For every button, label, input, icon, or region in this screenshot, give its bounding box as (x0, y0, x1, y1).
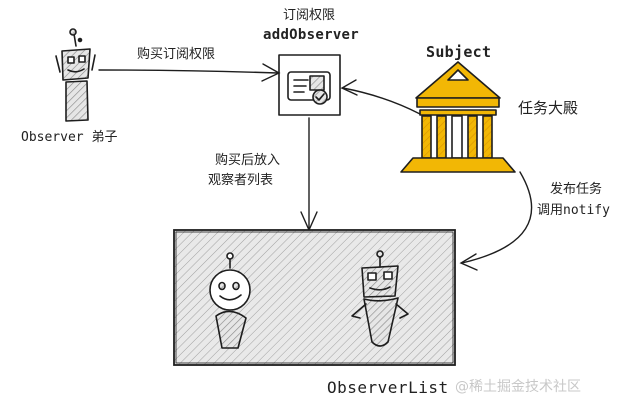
temple-icon (400, 61, 516, 173)
mission-hall-label: 任务大殿 (518, 99, 579, 117)
robot-round-icon (209, 252, 251, 349)
arrow-notify (459, 171, 533, 271)
watermark: @稀土掘金技术社区 (455, 379, 581, 395)
call-notify-label: 调用notify (537, 203, 610, 218)
add-to-list-label-line1: 购买后放入 (215, 153, 281, 168)
publish-task-label: 发布任务 (550, 182, 603, 197)
arrow-add-to-list (300, 117, 318, 232)
observer-list-title: ObserverList (327, 378, 449, 397)
observer-disciple-label: Observer 弟子 (21, 130, 118, 145)
robot-square-icon (351, 250, 409, 347)
subscribe-permission-title: 订阅权限 (283, 8, 336, 23)
subject-label: Subject (426, 43, 492, 61)
arrow-subscribe (98, 63, 281, 82)
arrow-subject-to-permission (340, 79, 421, 115)
robot-observer-icon (55, 28, 96, 122)
add-to-list-label-line2: 观察者列表 (208, 173, 274, 188)
add-observer-method: addObserver (263, 27, 360, 43)
certificate-icon (278, 54, 341, 116)
buy-subscribe-label: 购买订阅权限 (137, 47, 216, 62)
